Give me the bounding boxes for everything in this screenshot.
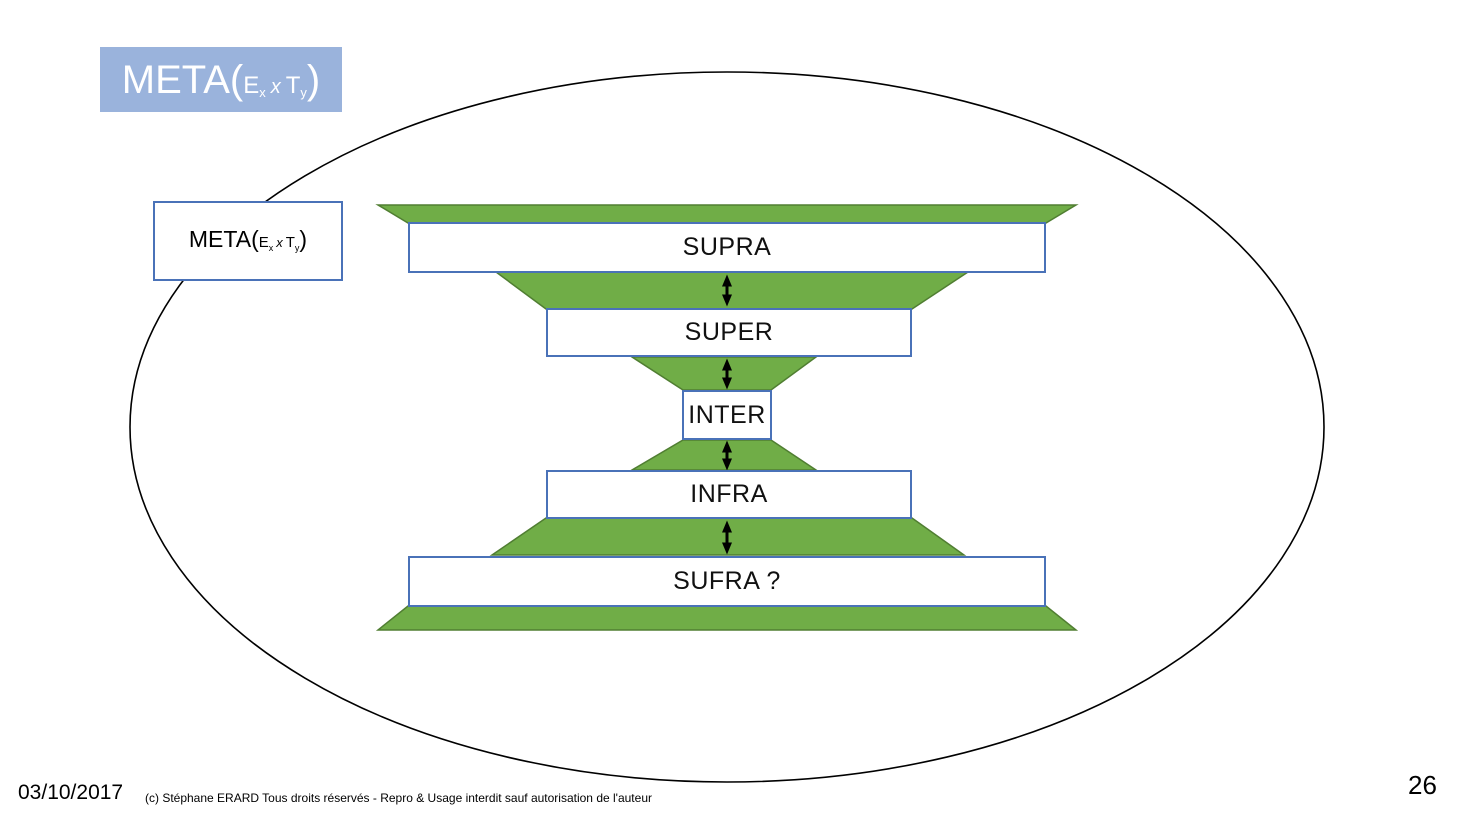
- title-t-subscript: y: [300, 84, 307, 100]
- meta-box-prefix: META(: [188, 226, 259, 253]
- level-box-super: SUPER: [546, 308, 912, 357]
- meta-box-times-operator: x: [276, 235, 283, 251]
- level-box-infra: INFRA: [546, 470, 912, 519]
- title-meta-suffix: ): [306, 57, 321, 102]
- level-label-super: SUPER: [684, 318, 774, 346]
- meta-box-e-base: E: [258, 234, 269, 252]
- title-t-base: T: [285, 71, 301, 99]
- meta-box-e-subscript: x: [268, 243, 274, 254]
- context-ellipse: [129, 71, 1325, 783]
- meta-box-t-subscript: y: [294, 243, 300, 254]
- meta-box-t-base: T: [285, 234, 295, 252]
- level-label-supra: SUPRA: [682, 233, 772, 261]
- funnel-band-supra-super: [493, 271, 971, 310]
- footer-copyright: (c) Stéphane ERARD Tous droits réservés …: [145, 791, 652, 805]
- title-e-base: E: [243, 71, 260, 99]
- level-box-supra: SUPRA: [408, 222, 1046, 273]
- level-label-sufra: SUFRA ?: [673, 567, 781, 595]
- level-label-infra: INFRA: [690, 480, 768, 508]
- meta-box-suffix: ): [299, 226, 308, 253]
- level-box-inter: INTER: [682, 390, 772, 440]
- funnel-band-super-inter: [629, 356, 819, 391]
- title-e-subscript: x: [259, 84, 266, 100]
- footer-date: 03/10/2017: [18, 781, 124, 804]
- title-meta-prefix: META(: [121, 57, 244, 102]
- funnel-band-inter-infra: [629, 439, 819, 471]
- level-box-sufra: SUFRA ?: [408, 556, 1046, 607]
- funnel-band-top-cap: [375, 204, 1079, 224]
- page-number: 26: [1408, 770, 1437, 800]
- level-label-inter: INTER: [688, 400, 766, 429]
- funnel-band-bottom-cap: [375, 605, 1079, 631]
- title-times-operator: x: [270, 75, 281, 98]
